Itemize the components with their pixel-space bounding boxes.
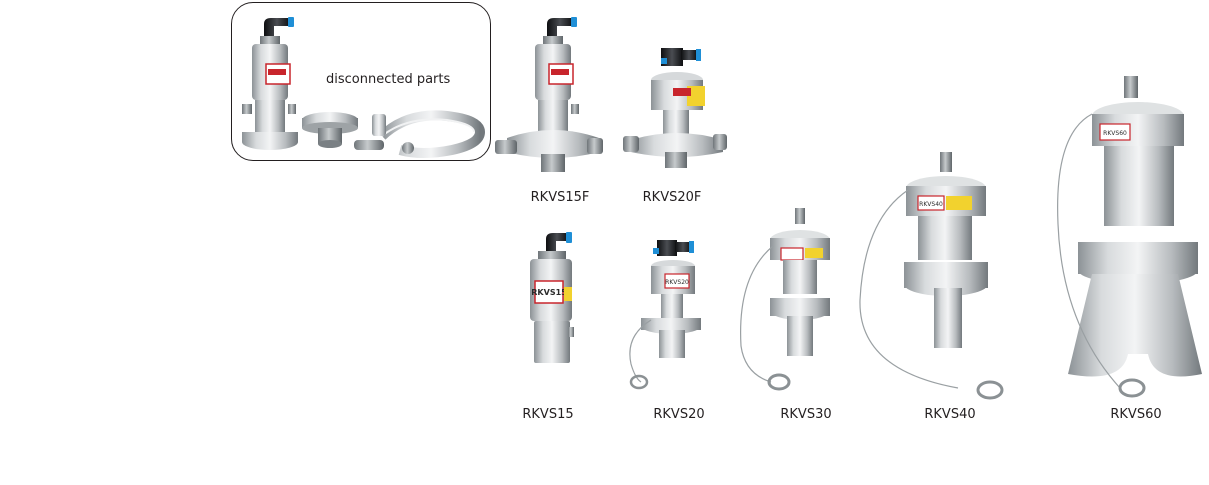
rkvs20-product-image: RKVS20 [621, 236, 713, 398]
model-caption-rkvs40: RKVS40 [924, 407, 976, 422]
model-caption-rkvs20f: RKVS20F [642, 190, 702, 205]
model-caption-rkvs20: RKVS20 [653, 407, 705, 422]
model-caption-rkvs30: RKVS30 [780, 407, 832, 422]
disconnected-parts-frame [231, 2, 491, 161]
kit-valve-body-image [238, 14, 302, 156]
kit-clamp-image [352, 106, 486, 162]
kit-cap-image [301, 110, 359, 154]
model-caption-rkvs15: RKVS15 [522, 407, 574, 422]
rkvs60-product-image: RKVS60 [1032, 74, 1208, 404]
rkvs60-label-text: RKVS60 [1103, 130, 1127, 137]
model-caption-rkvs60: RKVS60 [1110, 407, 1162, 422]
disconnected-parts-caption: disconnected parts [326, 72, 451, 87]
rkvs15f-product-image [495, 14, 607, 182]
rkvs15-label-text: RKVS15 [531, 288, 567, 297]
rkvs40-product-image: RKVS40 [848, 150, 1014, 406]
rkvs15-product-image: RKVS15 [528, 231, 576, 365]
rkvs40-label-text: RKVS40 [919, 201, 943, 208]
model-caption-rkvs15f: RKVS15F [530, 190, 590, 205]
rkvs20f-product-image [621, 44, 729, 172]
rkvs20-label-text: RKVS20 [665, 279, 689, 286]
rkvs30-product-image [735, 206, 837, 402]
